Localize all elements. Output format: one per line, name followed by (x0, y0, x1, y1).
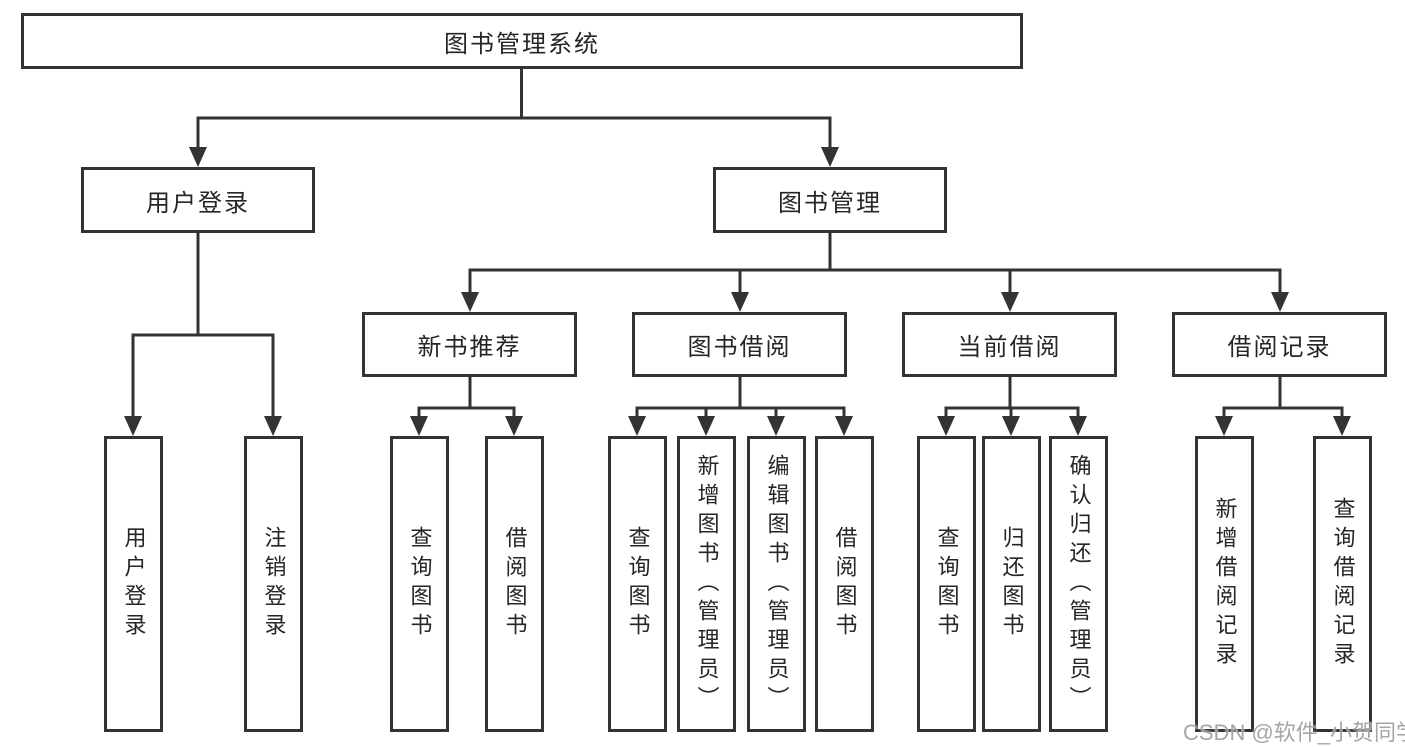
leaf-confirm-return-admin-label: 确认归还（管理员） (1066, 453, 1092, 715)
leaf-recommend-borrow-books-label: 借阅图书 (502, 526, 528, 642)
node-user-login-label: 用户登录 (146, 189, 250, 217)
leaf-edit-books-admin-label: 编辑图书（管理员） (764, 453, 790, 715)
node-user-login: 用户登录 (81, 167, 315, 233)
leaf-user-login: 用户登录 (104, 436, 163, 732)
csdn-watermark: CSDN @软件_小贺同学 (1183, 720, 1405, 745)
leaf-current-query-books: 查询图书 (917, 436, 976, 732)
leaf-borrow-books-label: 借阅图书 (832, 526, 858, 642)
node-new-book-recommend-label: 新书推荐 (417, 334, 522, 361)
node-borrowing-records: 借阅记录 (1172, 312, 1387, 377)
leaf-return-books: 归还图书 (982, 436, 1041, 732)
leaf-query-borrow-record: 查询借阅记录 (1313, 436, 1372, 732)
leaf-borrow-query-books: 查询图书 (608, 436, 667, 732)
leaf-add-books-admin: 新增图书（管理员） (677, 436, 736, 732)
leaf-current-query-books-label: 查询图书 (934, 526, 960, 642)
leaf-edit-books-admin: 编辑图书（管理员） (747, 436, 806, 732)
node-book-management-system-label: 图书管理系统 (444, 30, 600, 58)
node-book-management-system: 图书管理系统 (21, 13, 1023, 69)
node-current-borrowing: 当前借阅 (902, 312, 1117, 377)
leaf-user-login-label: 用户登录 (121, 526, 147, 642)
node-new-book-recommend: 新书推荐 (362, 312, 577, 377)
node-book-management-label: 图书管理 (778, 189, 882, 217)
node-book-management: 图书管理 (713, 167, 947, 233)
leaf-confirm-return-admin: 确认归还（管理员） (1049, 436, 1108, 732)
leaf-recommend-borrow-books: 借阅图书 (485, 436, 544, 732)
leaf-add-books-admin-label: 新增图书（管理员） (694, 453, 720, 715)
leaf-return-books-label: 归还图书 (999, 526, 1025, 642)
node-book-borrowing-label: 图书借阅 (687, 334, 792, 361)
leaf-borrow-query-books-label: 查询图书 (625, 526, 651, 642)
leaf-logout: 注销登录 (244, 436, 303, 732)
leaf-logout-label: 注销登录 (261, 526, 287, 642)
leaf-add-borrow-record-label: 新增借阅记录 (1212, 497, 1238, 671)
leaf-recommend-query-books-label: 查询图书 (407, 526, 433, 642)
leaf-recommend-query-books: 查询图书 (390, 436, 449, 732)
leaf-add-borrow-record: 新增借阅记录 (1195, 436, 1254, 732)
node-current-borrowing-label: 当前借阅 (957, 334, 1062, 361)
node-borrowing-records-label: 借阅记录 (1227, 334, 1332, 361)
node-book-borrowing: 图书借阅 (632, 312, 847, 377)
leaf-borrow-books: 借阅图书 (815, 436, 874, 732)
leaf-query-borrow-record-label: 查询借阅记录 (1330, 497, 1356, 671)
